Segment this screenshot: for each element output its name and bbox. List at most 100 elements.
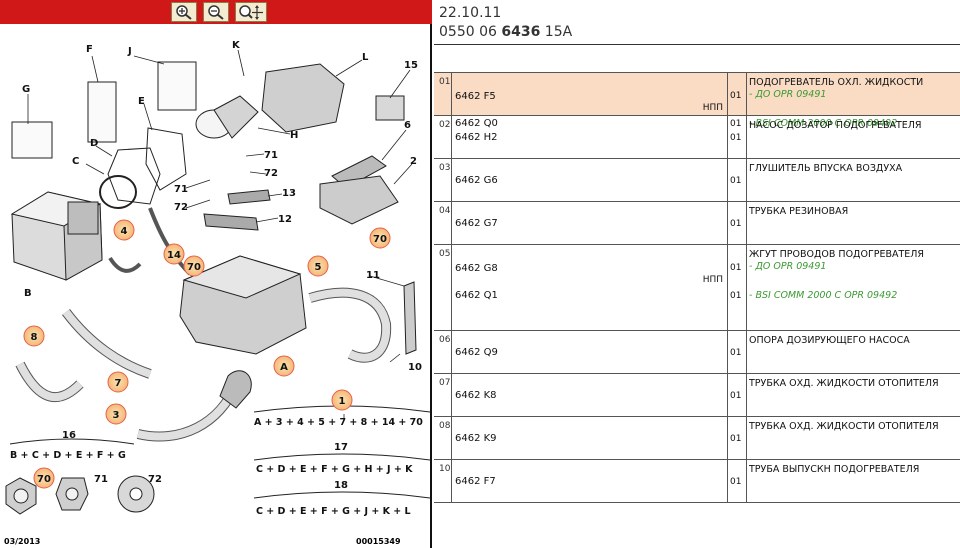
label-71-mid: 71 bbox=[174, 184, 188, 195]
quantity: 01 bbox=[730, 91, 742, 101]
part-code[interactable]: 6462 K8 bbox=[455, 390, 497, 401]
callout-1[interactable]: 1 bbox=[331, 389, 353, 411]
quantity: 01 bbox=[730, 477, 742, 487]
svg-text:4: 4 bbox=[121, 226, 128, 237]
zoom-fit-icon bbox=[239, 5, 263, 20]
row-number-cell: 05 bbox=[434, 245, 452, 330]
row-number-cell: 10 bbox=[434, 460, 452, 502]
formula-18: C + D + E + F + G + J + K + L bbox=[256, 506, 411, 517]
callout-5[interactable]: 5 bbox=[307, 255, 329, 277]
header-divider bbox=[434, 44, 960, 45]
quantity: 01 bbox=[730, 219, 742, 229]
parts-drawing: F J K L 15 G E 6 D H 71 72 C 71 2 72 13 … bbox=[5, 40, 431, 517]
part-code[interactable]: 6462 G6 bbox=[455, 175, 498, 186]
quantity: 01 bbox=[730, 291, 742, 301]
label-H: H bbox=[290, 130, 298, 141]
zoom-out-icon bbox=[208, 5, 224, 20]
header-date: 22.10.11 bbox=[439, 5, 502, 21]
label-6: 6 bbox=[404, 120, 411, 131]
table-row[interactable]: 02 6462 H2 01 НАСОС ДОЗАТОР ПОДОГРЕВАТЕЛЯ bbox=[434, 116, 960, 159]
description-cell: ОПОРА ДОЗИРУЮЩЕГО НАСОСА bbox=[746, 331, 960, 373]
description-cell: ТРУБКА ОХД. ЖИДКОСТИ ОТОПИТЕЛЯ bbox=[746, 374, 960, 416]
label-11: 11 bbox=[366, 270, 380, 281]
svg-text:5: 5 bbox=[315, 262, 322, 273]
zoom-in-button[interactable] bbox=[171, 2, 197, 22]
svg-text:8: 8 bbox=[31, 332, 38, 343]
row-number-cell: 07 bbox=[434, 374, 452, 416]
diagram-number: 00015349 bbox=[356, 537, 401, 546]
quantity: 01 bbox=[730, 434, 742, 444]
part-code[interactable]: 6462 H2 bbox=[455, 132, 498, 143]
table-row[interactable]: 06 6462 Q9 01 ОПОРА ДОЗИРУЮЩЕГО НАСОСА bbox=[434, 331, 960, 374]
zoom-in-icon bbox=[176, 5, 192, 20]
callout-14[interactable]: 14 bbox=[163, 243, 185, 265]
callout-A[interactable]: A bbox=[273, 355, 295, 377]
callout-8[interactable]: 8 bbox=[23, 325, 45, 347]
label-2: 2 bbox=[410, 156, 417, 167]
label-D: D bbox=[90, 138, 98, 149]
part-code[interactable]: 6462 G7 bbox=[455, 218, 498, 229]
svg-text:3: 3 bbox=[113, 410, 120, 421]
row-number: 05 bbox=[439, 249, 451, 259]
row-number-cell: 02 bbox=[434, 116, 452, 158]
applicability-note: - ДО OPR 09491 bbox=[749, 89, 827, 100]
svg-text:1: 1 bbox=[339, 396, 346, 407]
part-description: ТРУБКА ОХД. ЖИДКОСТИ ОТОПИТЕЛЯ bbox=[749, 378, 939, 389]
description-cell: ТРУБКА ОХД. ЖИДКОСТИ ОТОПИТЕЛЯ bbox=[746, 417, 960, 459]
callout-3[interactable]: 3 bbox=[105, 403, 127, 425]
label-18: 18 bbox=[334, 480, 348, 491]
applicability-note: - ДО OPR 09491 bbox=[749, 261, 827, 272]
callout-7[interactable]: 7 bbox=[107, 371, 129, 393]
row-number: 06 bbox=[439, 335, 451, 345]
part-code-cell: 6462 F7 bbox=[452, 460, 728, 502]
part-code[interactable]: 6462 Q9 bbox=[455, 347, 498, 358]
description-cell: ТРУБА ВЫПУСКН ПОДОГРЕВАТЕЛЯ bbox=[746, 460, 960, 502]
row-number-cell: 06 bbox=[434, 331, 452, 373]
quantity-cell: 01 bbox=[728, 331, 746, 373]
part-code[interactable]: 6462 F5 bbox=[455, 91, 496, 102]
part-description: ЖГУТ ПРОВОДОВ ПОДОГРЕВАТЕЛЯ bbox=[749, 249, 925, 260]
part-description: ТРУБКА ОХД. ЖИДКОСТИ ОТОПИТЕЛЯ bbox=[749, 421, 939, 432]
row-number: 03 bbox=[439, 163, 451, 173]
callout-4[interactable]: 4 bbox=[113, 219, 135, 241]
description-cell: ПОДОГРЕВАТЕЛЬ ОХЛ. ЖИДКОСТИ- ДО OPR 0949… bbox=[746, 73, 960, 129]
diagram-panel: F J K L 15 G E 6 D H 71 72 C 71 2 72 13 … bbox=[0, 0, 432, 548]
row-number: 02 bbox=[439, 120, 451, 130]
part-code[interactable]: 6462 K9 bbox=[455, 433, 497, 444]
part-code[interactable]: 6462 Q0 bbox=[455, 118, 498, 129]
part-code-cell: 6462 F5 6462 Q0 НПП bbox=[452, 73, 728, 129]
callout-70-bottom[interactable]: 70 bbox=[33, 467, 55, 489]
svg-text:7: 7 bbox=[115, 378, 122, 389]
label-71-top: 71 bbox=[264, 150, 278, 161]
callout-70-right[interactable]: 70 bbox=[369, 227, 391, 249]
quantity-cell: 01 bbox=[728, 116, 746, 158]
part-code-cell: 6462 K9 bbox=[452, 417, 728, 459]
zoom-out-button[interactable] bbox=[203, 2, 229, 22]
quantity: 01 bbox=[730, 348, 742, 358]
label-12: 12 bbox=[278, 214, 292, 225]
description-cell: НАСОС ДОЗАТОР ПОДОГРЕВАТЕЛЯ bbox=[746, 116, 960, 158]
callout-70-mid[interactable]: 70 bbox=[183, 255, 205, 277]
label-72-mid: 72 bbox=[174, 202, 188, 213]
part-code-cell: 6462 Q9 bbox=[452, 331, 728, 373]
quantity-cell: 01 bbox=[728, 417, 746, 459]
row-number: 01 bbox=[439, 77, 451, 87]
part-code[interactable]: 6462 Q1 bbox=[455, 290, 498, 301]
npp-marker: НПП bbox=[702, 103, 723, 113]
highlighted-callouts: 4 14 70 5 70 8 7 A 3 1 70 bbox=[23, 219, 391, 489]
label-F: F bbox=[86, 44, 93, 55]
quantity: 01 bbox=[730, 133, 742, 143]
part-code[interactable]: 6462 F7 bbox=[455, 476, 496, 487]
zoom-fit-button[interactable] bbox=[235, 2, 267, 22]
part-code[interactable]: 6462 G8 bbox=[455, 263, 498, 274]
label-B: B bbox=[24, 288, 32, 299]
quantity: 01 bbox=[730, 391, 742, 401]
label-10: 10 bbox=[408, 362, 422, 373]
